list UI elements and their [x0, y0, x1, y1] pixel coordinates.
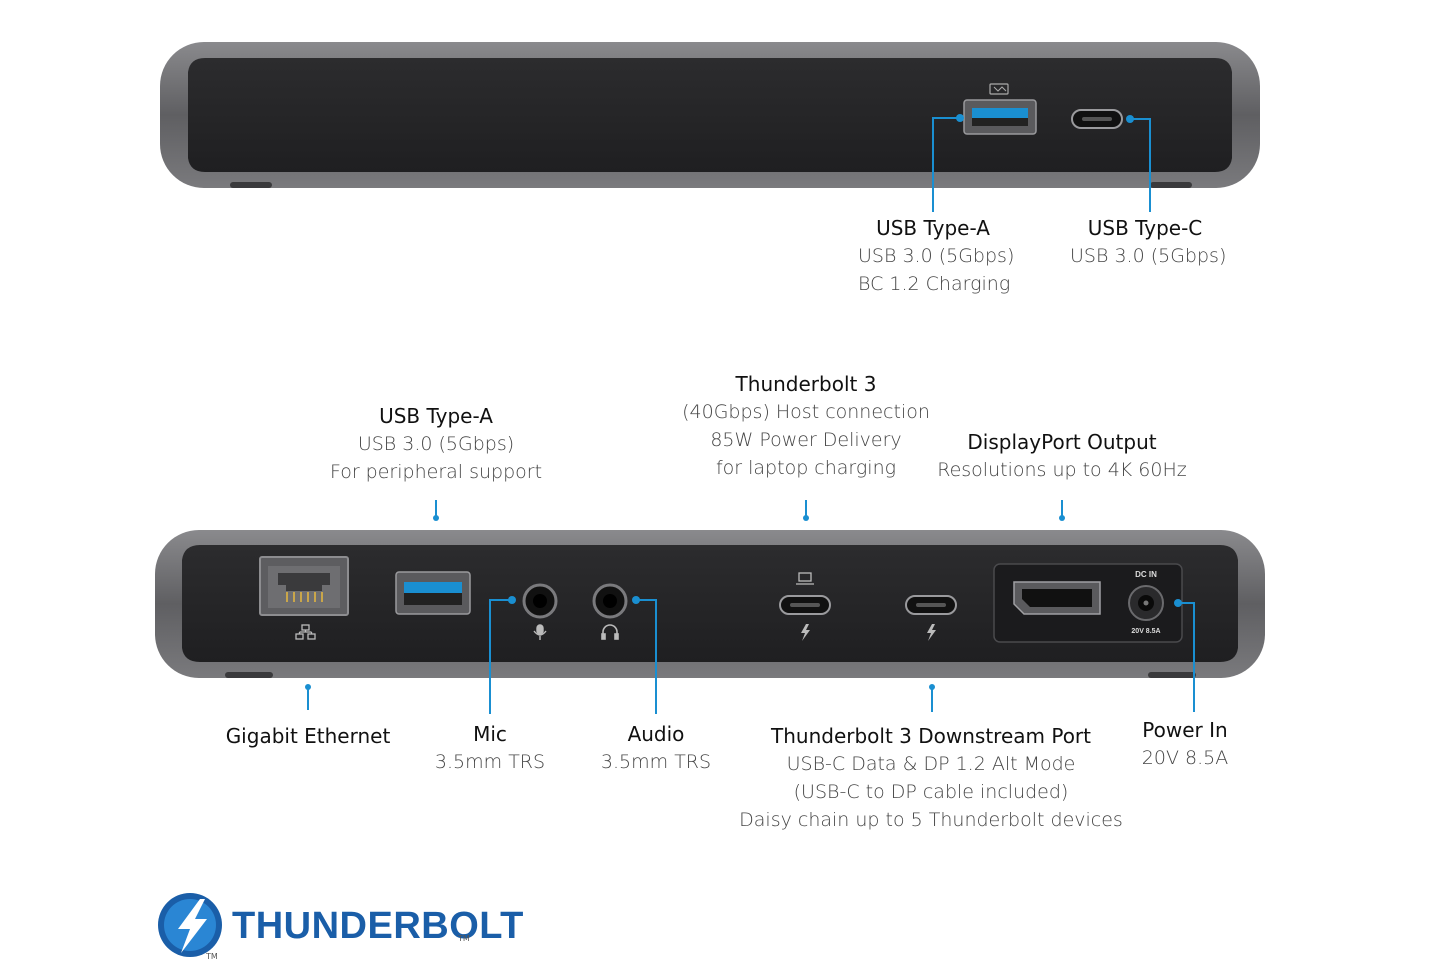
dock-front-view: [160, 42, 1260, 212]
label-mic: Mic 3.5mm TRS: [434, 722, 546, 773]
network-icon: [295, 624, 316, 640]
headphone-icon: [601, 624, 619, 640]
usb-ss-charge-icon: [989, 83, 1009, 95]
mic-icon: [533, 624, 547, 640]
lightning-icon: [801, 624, 810, 641]
thunderbolt-logo-icon: [158, 893, 222, 957]
dc-in-jack: [1128, 585, 1164, 621]
label-ethernet: Gigabit Ethernet: [225, 724, 391, 748]
callout-displayport: [1059, 500, 1065, 521]
displayport-port: [1013, 581, 1101, 615]
label-front-usb-c: USB Type-C USB 3.0 (5Gbps): [1070, 216, 1227, 267]
power-rating-marking: 20V 8.5A: [1131, 628, 1160, 635]
thunderbolt-downstream-port: [905, 595, 957, 615]
callout-power: [1174, 599, 1195, 712]
thunderbolt-wordmark: THUNDERBOLT: [232, 905, 524, 947]
lightning-icon: [927, 624, 936, 641]
label-audio: Audio 3.5mm TRS: [600, 722, 712, 773]
dc-in-marking: DC IN: [1135, 570, 1157, 579]
front-usb-c-port: [1071, 109, 1123, 129]
thunderbolt-host-port: [779, 595, 831, 615]
mic-jack: [522, 583, 558, 619]
label-front-usb-a: USB Type-A USB 3.0 (5Gbps) BC 1.2 Chargi…: [858, 216, 1015, 295]
callout-rear-usb-a: [433, 500, 439, 521]
logo-trademark: TM: [458, 934, 470, 943]
audio-jack: [592, 583, 628, 619]
label-thunderbolt-downstream: Thunderbolt 3 Downstream Port USB-C Data…: [739, 724, 1123, 831]
callout-thunderbolt-downstream: [929, 684, 935, 712]
callout-thunderbolt-host: [803, 500, 809, 521]
label-power-in: Power In 20V 8.5A: [1141, 718, 1229, 769]
front-usb-a-port: [963, 99, 1037, 135]
ethernet-port: [259, 556, 349, 616]
callout-mic: [489, 596, 516, 714]
logo-icon-trademark: TM: [206, 952, 218, 961]
rear-usb-a-port: [395, 571, 471, 615]
callout-front-usb-a: [932, 114, 964, 212]
label-rear-usb-a: USB Type-A USB 3.0 (5Gbps) For periphera…: [329, 404, 543, 483]
label-displayport: DisplayPort Output Resolutions up to 4K …: [937, 430, 1187, 481]
callout-ethernet: [305, 684, 311, 710]
dock-rear-view: DC IN 20V 8.5A: [155, 500, 1265, 714]
label-thunderbolt-host: Thunderbolt 3 (40Gbps) Host connection 8…: [682, 372, 930, 479]
callout-audio: [632, 596, 657, 714]
callout-front-usb-c: [1126, 115, 1151, 212]
laptop-icon: [796, 572, 814, 585]
